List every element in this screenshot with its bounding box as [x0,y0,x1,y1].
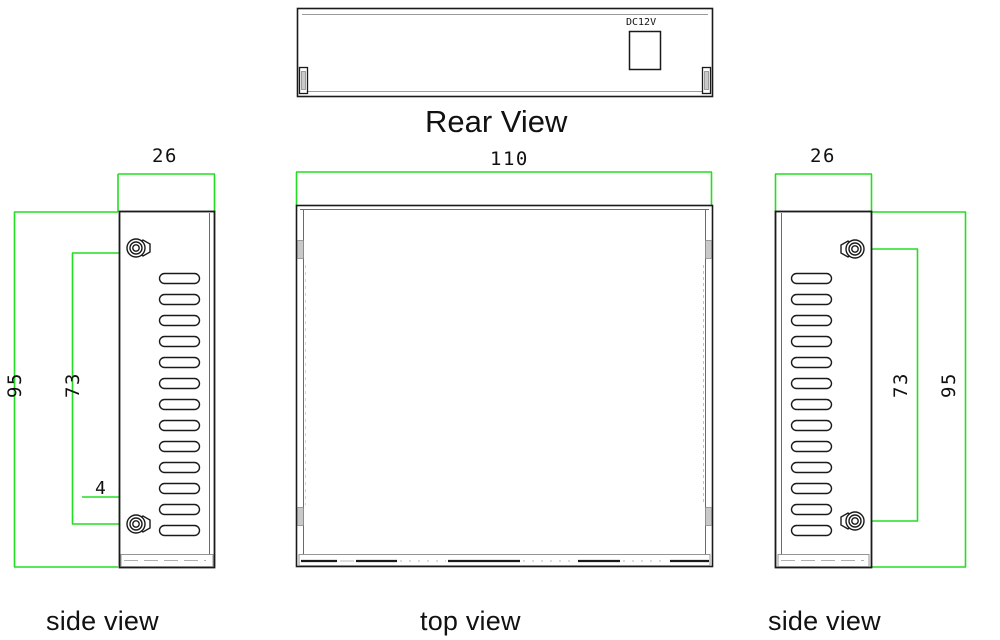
left-dim-26-label: 26 [152,145,178,167]
rear-view-group [296,7,714,98]
top-view-tab-tl [297,240,304,259]
right-dim-95-label: 95 [938,372,960,398]
dc-power-port-label: DC12V [626,17,657,28]
left-dim-73-label: 73 [62,372,84,398]
top-view-tab-bl [297,507,304,526]
right-vent-slots [790,272,833,537]
left-side-view-caption: side view [46,606,159,636]
right-dim-73-label: 73 [890,372,912,398]
left-vent-slots [158,272,201,537]
top-view-body [295,204,714,568]
left-dim-26 [117,173,216,212]
left-dim-95-label: 95 [4,372,26,398]
left-dim-4-label: 4 [95,478,106,499]
left-screw-bottom [126,514,151,534]
rear-view-tab-right-inner [704,71,709,90]
right-dim-26-label: 26 [810,145,836,167]
right-side-view-caption: side view [768,606,881,636]
right-dim-95 [872,211,967,568]
right-side-view-group [774,173,967,569]
top-view-tab-tr [705,240,712,259]
rear-view-tab-left-inner [301,71,306,90]
dc-power-port [628,30,662,71]
left-side-view-group [13,173,216,569]
rear-view-caption: Rear View [425,104,568,139]
top-dim-110 [295,171,713,206]
right-screw-top [840,239,865,259]
right-dim-26 [774,173,873,212]
top-view-caption: top view [420,606,521,636]
left-dim-95 [13,211,118,568]
left-screw-top [126,238,151,258]
right-screw-bottom [840,511,865,531]
top-view-tab-br [705,507,712,526]
top-dim-110-label: 110 [490,148,529,170]
top-view-group [295,171,714,568]
